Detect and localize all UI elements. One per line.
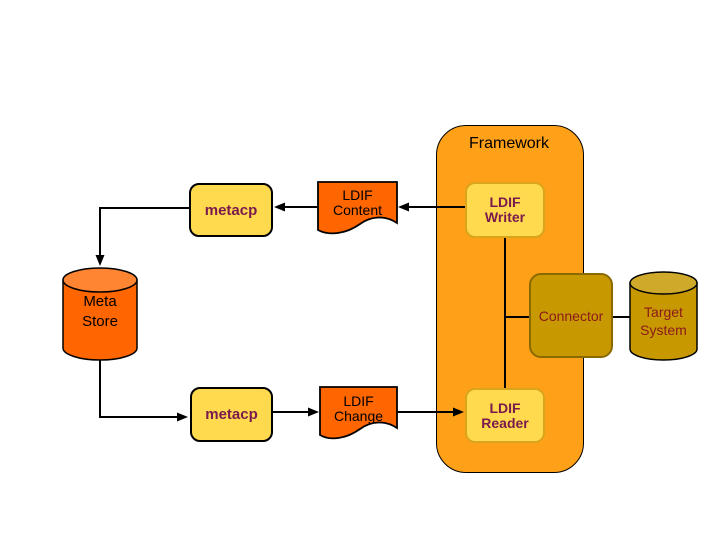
- ldif-change-label: LDIF Change: [320, 394, 397, 424]
- arrow-metacp-to-change-head: [308, 407, 319, 417]
- ldif-content-line2: Content: [332, 202, 383, 218]
- ldif-reader-label: LDIF Reader: [481, 399, 529, 431]
- ldif-writer-line2: Writer: [484, 209, 526, 225]
- ldif-reader-line2: Reader: [481, 414, 529, 431]
- target-system-line2: System: [640, 322, 687, 338]
- node-ldif-reader: LDIF Reader: [465, 388, 545, 443]
- ldif-content-label: LDIF Content: [318, 188, 397, 218]
- target-system-label: Target System: [630, 303, 697, 339]
- arrow-store-to-metacp-head: [177, 412, 188, 422]
- ldif-content-line1: LDIF: [342, 187, 373, 203]
- target-system-line1: Target: [644, 304, 683, 320]
- connector-label: Connector: [538, 307, 604, 324]
- metacp-top-label: metacp: [204, 201, 258, 219]
- arrow-store-to-metacp-line: [99, 358, 182, 418]
- meta-store-line1: Meta: [83, 293, 117, 310]
- target-system-top: [629, 271, 698, 295]
- ldif-reader-line1: LDIF: [489, 399, 521, 416]
- arrow-content-to-metacp-head: [274, 202, 285, 212]
- node-connector: Connector: [529, 273, 613, 358]
- meta-store-top: [62, 267, 138, 293]
- metacp-bottom-label: metacp: [205, 406, 258, 423]
- meta-store-label: Meta Store: [63, 292, 137, 332]
- arrow-metacp-to-store-line: [99, 207, 189, 258]
- node-ldif-writer: LDIF Writer: [465, 182, 545, 238]
- arrow-metacp-to-store-head: [95, 255, 105, 266]
- framework-label: Framework: [468, 135, 549, 152]
- ldif-writer-line1: LDIF: [489, 194, 521, 210]
- node-metacp-bottom: metacp: [190, 387, 273, 442]
- ldif-change-line2: Change: [333, 408, 384, 424]
- node-metacp-top: metacp: [189, 183, 273, 237]
- ldif-writer-label: LDIF Writer: [485, 195, 525, 225]
- meta-store-line2: Store: [82, 313, 118, 330]
- ldif-change-line1: LDIF: [343, 393, 374, 409]
- arrow-writer-to-content-head: [398, 202, 409, 212]
